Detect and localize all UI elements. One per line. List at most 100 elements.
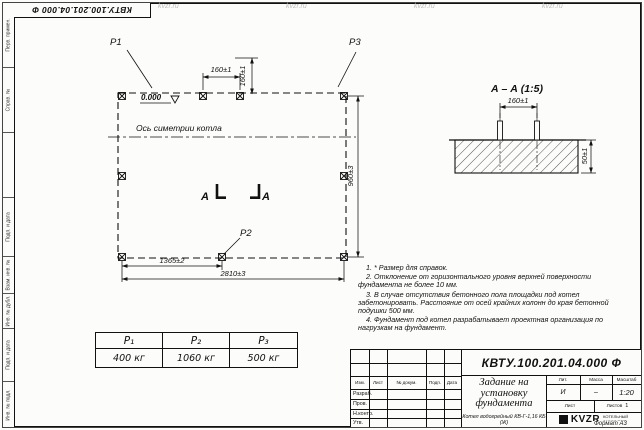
grid-line (546, 400, 641, 401)
dim-160-vertical (235, 57, 258, 95)
row-utv: Утв. (353, 419, 364, 426)
leader-p1 (126, 49, 153, 89)
grid-line (351, 399, 461, 400)
document-title-line: Задание на (479, 376, 529, 388)
watermark-text: kvzr.ru (542, 3, 563, 10)
grid-line (594, 400, 595, 412)
col-header-list: Лист (373, 380, 383, 385)
dim-text-160-top: 160±1 (211, 65, 232, 74)
grid-line (580, 375, 581, 400)
grid-line (546, 384, 641, 385)
title-block: Изм. Лист № докум. Подп. Дата Разраб. Пр… (350, 349, 641, 427)
sheets-cell: Листов 1 (594, 400, 641, 412)
bolt-centerlines (499, 113, 538, 170)
notes-block: 1. * Размер для справок. 2. Отклонение о… (358, 263, 636, 334)
boiler-outline (117, 92, 347, 259)
dim-text-1365: 1365±2 (160, 256, 186, 265)
section-letter-right: А (261, 191, 270, 203)
dim-160-section (499, 103, 538, 118)
sheet-label: Лист (564, 403, 576, 409)
leader-p3 (337, 51, 357, 88)
product-name: Котел водогрейный КВ-Г-1,16 КБ (Ж) (462, 414, 546, 426)
document-title-line: установку (480, 387, 528, 399)
company-name-line: КОТЕЛЬНЫЙ (603, 414, 629, 420)
dim-960-right (348, 95, 364, 258)
dim-50-section (581, 139, 596, 174)
left-stamp-strip: Перв. примен. Справ. № Подп. и дата Взам… (3, 3, 14, 427)
stamp-cell: Справ. № (3, 68, 14, 133)
row-prov: Пров. (353, 401, 367, 407)
mass-value: – (594, 388, 598, 396)
anchor-bolt-left (497, 120, 503, 141)
stamp-cell: Перв. примен. (3, 3, 14, 68)
sheets-label: Листов (606, 403, 623, 409)
level-value: 0.000 (141, 93, 162, 102)
row-nkontr: Н.контр. (353, 410, 374, 417)
dim-text-960: 960±3 (346, 165, 355, 187)
note-1: 1. * Размер для справок. (366, 263, 448, 272)
label-p3: P3 (349, 37, 361, 48)
anchor-bolt-right (534, 120, 540, 141)
grid-line (351, 418, 461, 419)
load-table: Р₁ Р₂ Р₃ 400 кг 1060 кг 500 кг (95, 332, 298, 368)
anchor-bolt-mark (199, 92, 207, 100)
grid-line (351, 409, 461, 410)
dim-text-160-section: 160±1 (508, 96, 529, 105)
anchor-bolt-mark (118, 172, 126, 180)
load-table-value-p1: 400 кг (96, 349, 163, 367)
dim-text-2810: 2810±3 (220, 269, 247, 278)
load-table-value-p2: 1060 кг (163, 349, 230, 367)
load-table-value-p3: 500 кг (247, 352, 280, 364)
anchor-bolt-mark (218, 253, 226, 261)
grid-line (369, 350, 370, 427)
dim-160-top (202, 73, 241, 90)
load-table-header-p3: Р₃ (230, 333, 297, 349)
lit-label: Лит. (558, 377, 568, 382)
dim-text-50-section: 50±1 (580, 148, 589, 165)
grid-line (387, 350, 388, 427)
stamp-cell: Подп. и дата (3, 198, 14, 257)
grid-line (426, 350, 427, 427)
watermark-text: kvzr.ru (414, 3, 435, 10)
document-title: Задание на установку фундамента (462, 376, 546, 412)
company-logo-text: KVZR (570, 414, 601, 425)
dim-bottom (121, 261, 345, 282)
leader-p2 (223, 237, 241, 255)
dim-text-160-vert: 160±1 (238, 66, 247, 87)
document-title-line: фундамента (475, 398, 533, 410)
lit-value: И (560, 388, 566, 396)
axis-label: Ось симетрии котла (136, 123, 222, 133)
grid-line (546, 375, 547, 427)
section-title: А – А (1:5) (490, 83, 543, 95)
watermark-text: kvzr.ru (286, 3, 307, 10)
sheets-value: 1 (625, 403, 629, 409)
load-table-header-p2: Р₂ (163, 333, 230, 349)
drawing-frame (14, 3, 641, 427)
grid-line (461, 375, 641, 377)
grid-line (546, 412, 641, 413)
stamp-cell: Подп. и дата (3, 329, 14, 382)
col-header-izm: Изм. (355, 380, 365, 385)
load-table-header-p1: Р₁ (96, 333, 163, 349)
corner-designation-box: КВТУ.100.201.04.000 Ф (14, 3, 151, 18)
label-p1: P1 (110, 37, 122, 48)
grid-line (351, 389, 461, 390)
section-letter-left: А (200, 191, 209, 203)
note-3: 3. В случае отсутствия бетонного пола пл… (358, 289, 609, 316)
col-header-podp: Подп. (428, 380, 442, 385)
note-2: 2. Отклонение от горизонтального уровня … (358, 272, 592, 290)
row-razrab: Разраб. (353, 391, 373, 397)
grid-line (612, 375, 613, 400)
anchor-bolt-mark (118, 253, 126, 261)
note-4: 4. Фундамент под котел разрабатывает про… (358, 315, 603, 333)
mass-label: Масса (589, 377, 603, 382)
format-label: Формат А3 (592, 421, 629, 427)
grid-line (351, 363, 461, 364)
stamp-cell (3, 133, 14, 198)
grid-line (461, 350, 463, 427)
company-logo-icon (558, 415, 568, 424)
col-header-data: Дата (446, 380, 458, 385)
